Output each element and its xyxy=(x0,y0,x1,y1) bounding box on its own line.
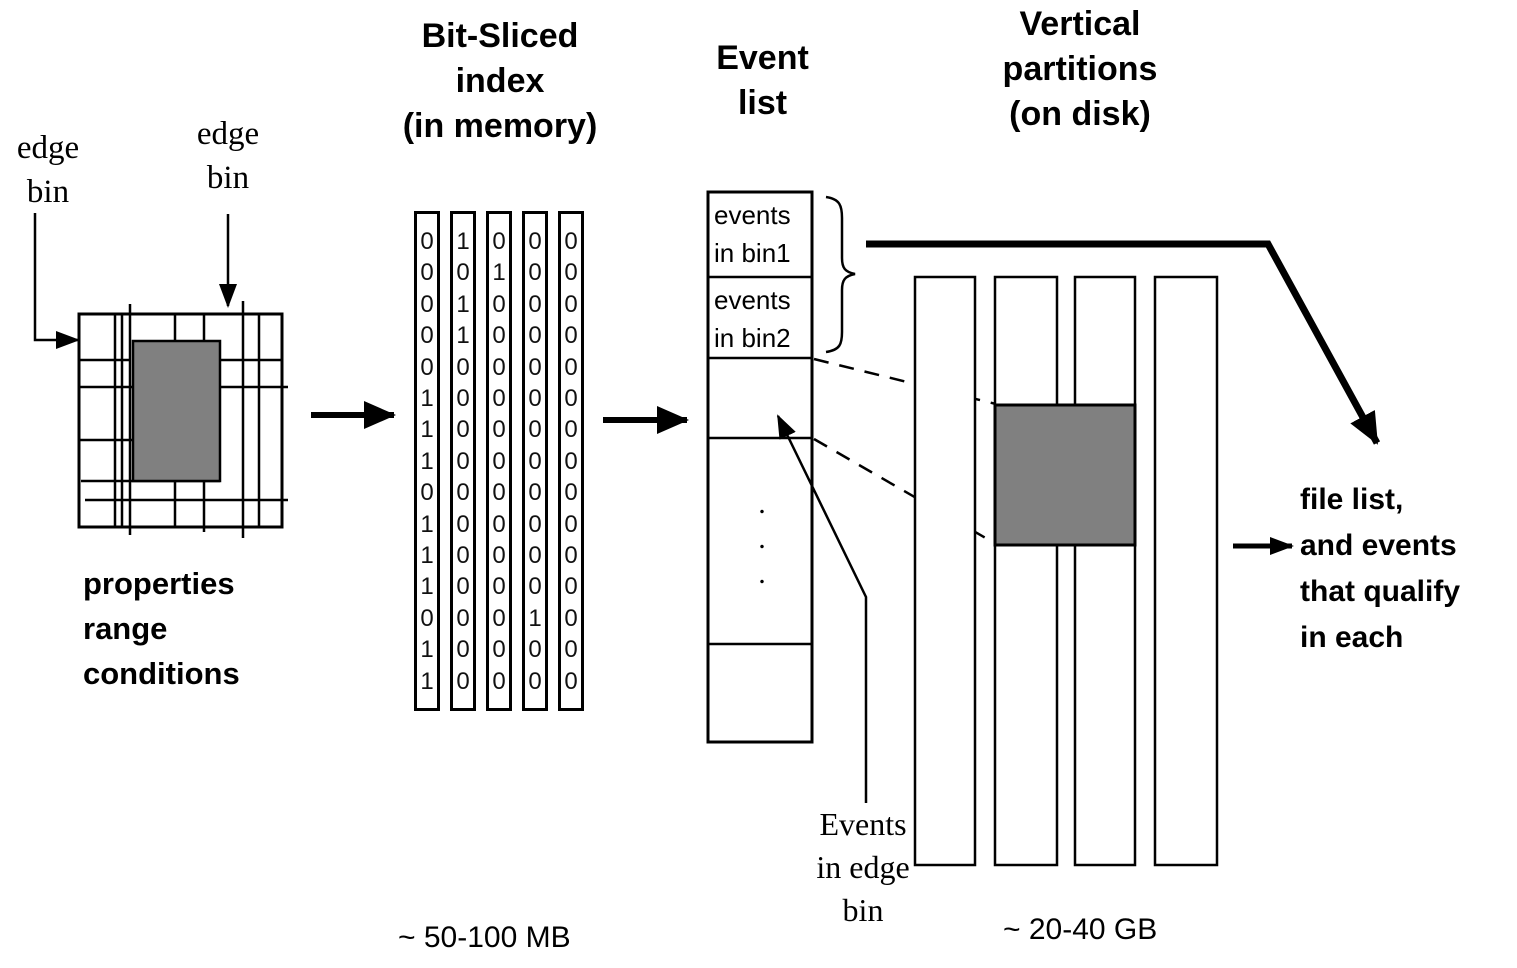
index-size-label: ~ 50-100 MB xyxy=(398,921,571,954)
partitions-size-label: ~ 20-40 GB xyxy=(1003,913,1158,946)
vertical-partitions xyxy=(913,275,1219,867)
file-list-label: file list, and events that qualify in ea… xyxy=(1300,483,1461,654)
partition-read-highlight xyxy=(993,403,1137,547)
event-list-ellipsis: . . . xyxy=(758,487,766,590)
bit-slice-column-2: 1 0 1 1 0 0 0 0 0 0 0 0 0 0 0 xyxy=(450,211,476,711)
event-list-bin1-cell: events in bin1 xyxy=(714,200,791,268)
bit-sliced-index-title: Bit-Sliced index (in memory) xyxy=(402,17,598,145)
vertical-partitions-title: Vertical partitions (on disk) xyxy=(1002,5,1158,133)
edge-bin-events-arrow xyxy=(776,414,868,803)
bins-brace xyxy=(825,195,856,354)
event-list-box xyxy=(706,190,814,744)
properties-range-label: properties range conditions xyxy=(83,566,240,691)
properties-grid xyxy=(77,301,288,538)
events-in-edge-bin-label: Events in edge bin xyxy=(816,806,910,928)
bit-slice-column-5: 0 0 0 0 0 0 0 0 0 0 0 0 0 0 0 xyxy=(558,211,584,711)
edge-bin-label-top: edge bin xyxy=(196,116,260,196)
bit-slice-column-4: 0 0 0 0 0 0 0 0 0 0 0 0 1 0 0 xyxy=(522,211,548,711)
bit-slice-column-1: 0 0 0 0 0 1 1 1 0 1 1 1 0 1 1 xyxy=(414,211,440,711)
event-list-title: Event list xyxy=(716,39,809,122)
event-list-bin2-cell: events in bin2 xyxy=(714,285,791,353)
query-range-highlight xyxy=(131,339,222,483)
bins-to-filelist-arrow xyxy=(866,240,1381,445)
bit-slice-column-3: 0 1 0 0 0 0 0 0 0 0 0 0 0 0 0 xyxy=(486,211,512,711)
edge-bin-left-arrow xyxy=(33,213,80,349)
edge-bin-label-left: edge bin xyxy=(16,130,80,210)
